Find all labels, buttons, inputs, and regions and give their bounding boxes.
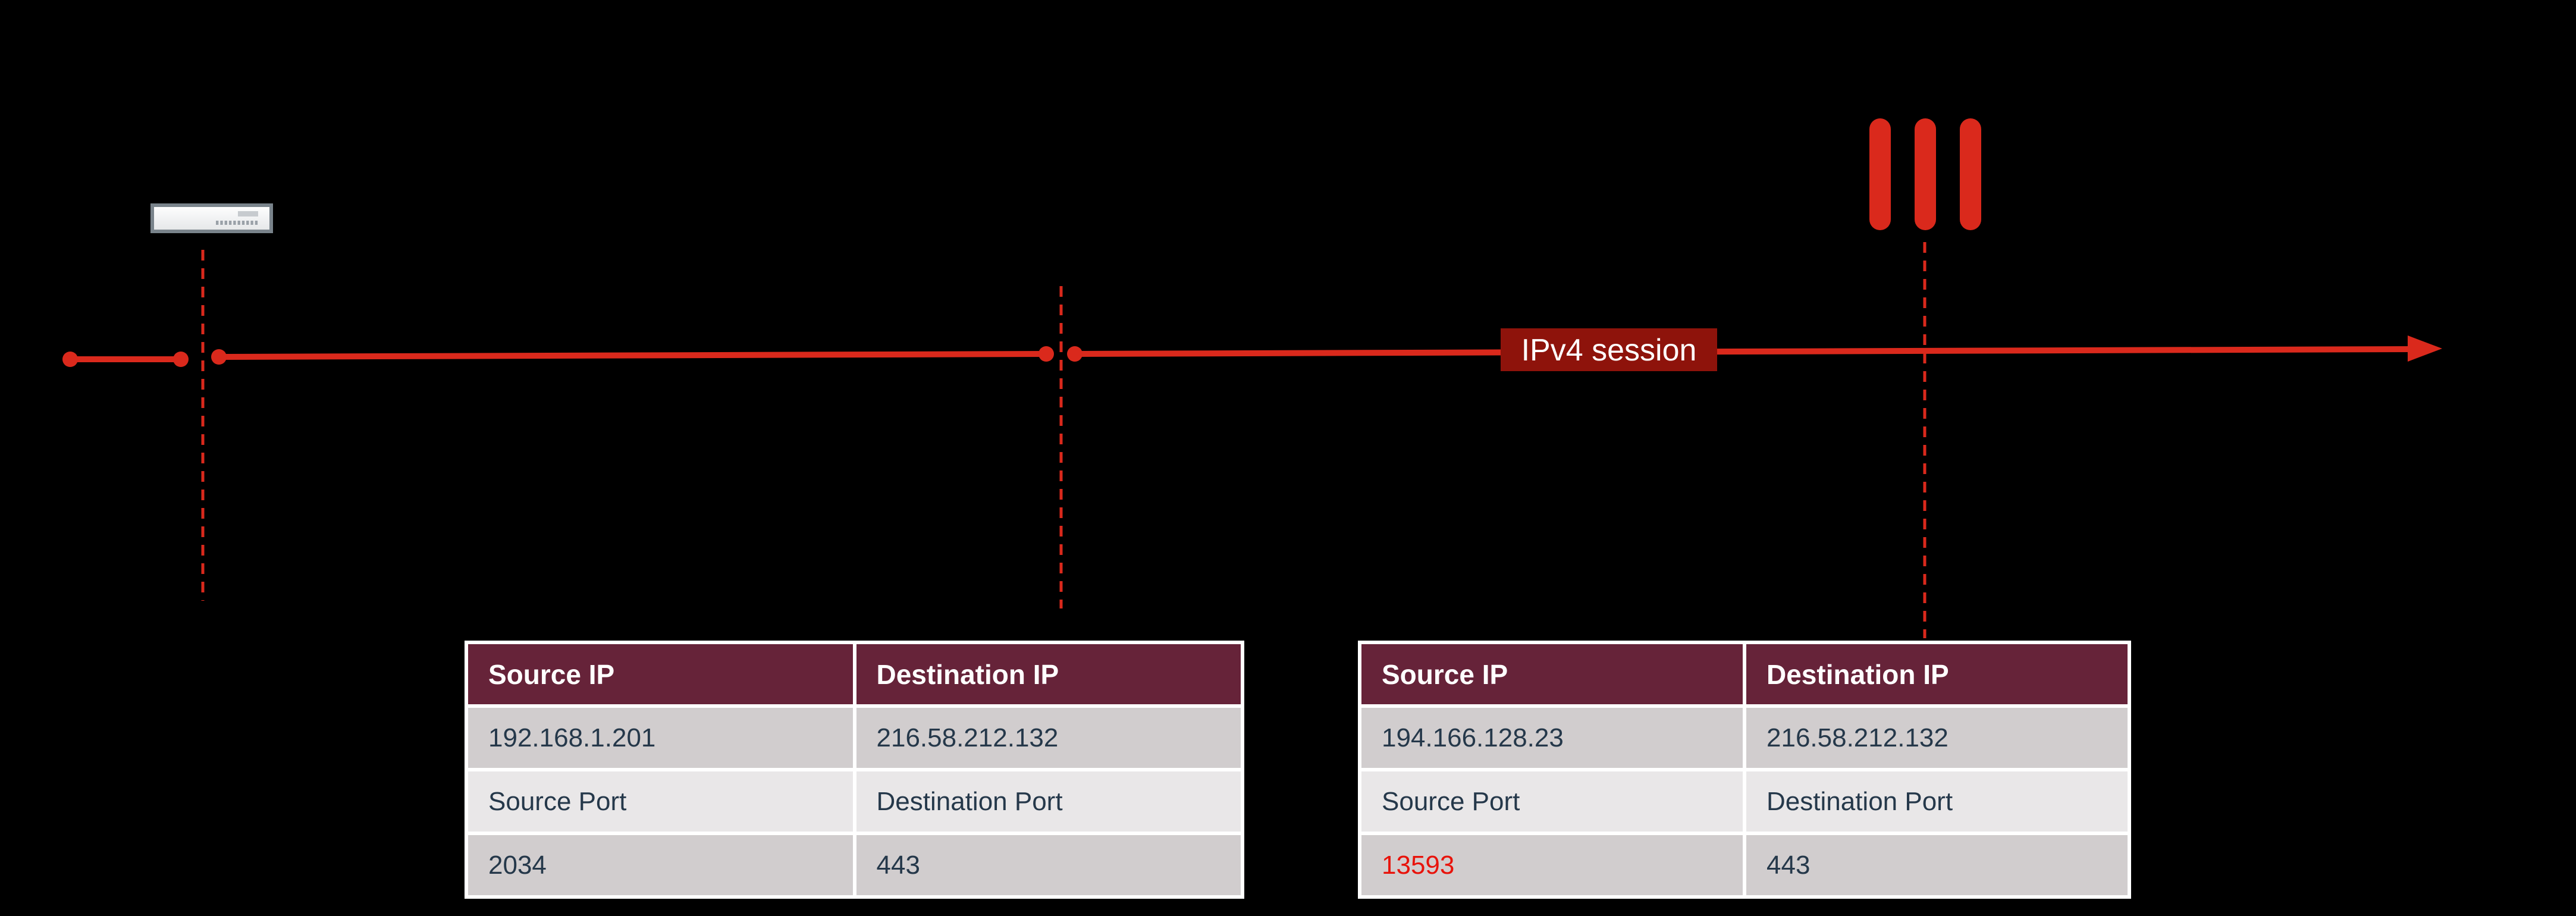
session-label: IPv4 session (1521, 333, 1697, 368)
router-display (238, 211, 258, 217)
destination-ip-value: 216.58.212.132 (1746, 708, 2128, 768)
timeline-dots (62, 346, 1083, 367)
table-row: 2034 443 (468, 835, 1241, 895)
table-row: 13593 443 (1361, 835, 2128, 895)
timeline-dot (211, 349, 227, 365)
translated-source-port-value: 13593 (1361, 835, 1743, 895)
left-session-table: Source IP Destination IP 192.168.1.201 2… (465, 641, 1244, 899)
source-ip-value: 192.168.1.201 (468, 708, 853, 768)
source-port-label: Source Port (1361, 771, 1743, 832)
table-header-row: Source IP Destination IP (468, 644, 1241, 704)
timeline-arrowhead-icon (2408, 335, 2442, 362)
right-session-table: Source IP Destination IP 194.166.128.23 … (1358, 641, 2131, 899)
header-source-ip: Source IP (468, 644, 853, 704)
table-row: Source Port Destination Port (468, 771, 1241, 832)
timeline-dot (1038, 346, 1054, 362)
timeline-segment-2 (218, 351, 1047, 360)
header-source-ip: Source IP (1361, 644, 1743, 704)
firewall-bars-icon (1869, 118, 1981, 230)
source-port-value: 2034 (468, 835, 853, 895)
timeline-segment-3 (1074, 346, 2411, 357)
destination-port-label: Destination Port (856, 771, 1241, 832)
destination-ip-value: 216.58.212.132 (856, 708, 1241, 768)
session-timeline (70, 346, 2411, 362)
destination-port-label: Destination Port (1746, 771, 2128, 832)
source-port-label: Source Port (468, 771, 853, 832)
table-row: Source Port Destination Port (1361, 771, 2128, 832)
table-row: 194.166.128.23 216.58.212.132 (1361, 708, 2128, 768)
destination-port-value: 443 (856, 835, 1241, 895)
table-header-row: Source IP Destination IP (1361, 644, 2128, 704)
timeline-dot (1067, 346, 1083, 362)
session-label-box: IPv4 session (1501, 328, 1717, 371)
timeline-dot (173, 352, 189, 367)
destination-port-value: 443 (1746, 835, 2128, 895)
timeline-dot (62, 352, 78, 367)
header-destination-ip: Destination IP (1746, 644, 2128, 704)
router-icon (150, 203, 273, 233)
table-row: 192.168.1.201 216.58.212.132 (468, 708, 1241, 768)
router-vents (216, 221, 258, 225)
header-destination-ip: Destination IP (856, 644, 1241, 704)
source-ip-value: 194.166.128.23 (1361, 708, 1743, 768)
